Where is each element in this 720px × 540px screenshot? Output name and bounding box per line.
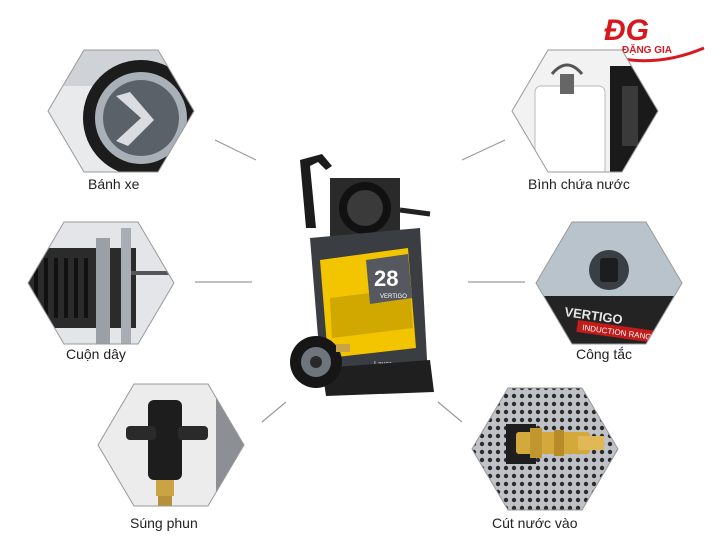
part-label-gun: Súng phun xyxy=(130,515,198,531)
wheel-hexagon xyxy=(46,46,196,176)
logo-letters: ĐG xyxy=(604,14,649,47)
part-label-switch: Công tắc xyxy=(576,346,633,362)
machine-model-name: VERTIGO xyxy=(380,294,407,300)
logo-name: ĐẶNG GIA xyxy=(622,43,672,56)
tank-hexagon xyxy=(510,46,660,176)
gun-hexagon xyxy=(96,380,246,510)
part-label-inlet: Cút nước vào xyxy=(492,515,578,531)
part-label-reel: Cuộn dây xyxy=(66,346,126,362)
reel-hexagon xyxy=(26,218,176,348)
inlet-hexagon xyxy=(470,384,620,514)
machine-model-number: 28 xyxy=(374,266,398,291)
switch-hexagon: VERTIGO INDUCTION RANGE xyxy=(534,218,684,348)
part-label-tank: Bình chứa nước xyxy=(528,176,630,192)
part-label-wheel: Bánh xe xyxy=(88,176,140,192)
pressure-washer-illustration: 28 VERTIGO Lavor xyxy=(270,148,450,398)
